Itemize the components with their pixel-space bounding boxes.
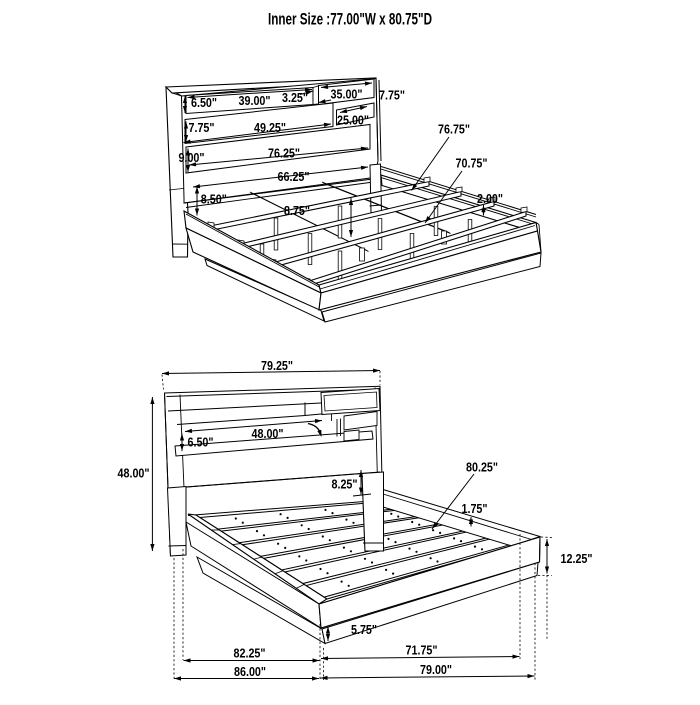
svg-text:86.00": 86.00": [234, 664, 266, 679]
svg-text:2.00": 2.00": [477, 191, 503, 206]
svg-text:8.25": 8.25": [332, 477, 358, 492]
svg-text:80.25": 80.25": [466, 460, 498, 475]
svg-text:9.00": 9.00": [179, 150, 205, 165]
svg-text:6.50": 6.50": [188, 435, 214, 450]
svg-text:3.25": 3.25": [282, 90, 308, 105]
svg-text:76.25": 76.25": [268, 146, 300, 161]
svg-text:79.00": 79.00": [420, 662, 452, 677]
svg-text:79.25": 79.25": [261, 358, 293, 373]
svg-text:1.75": 1.75": [462, 501, 488, 516]
svg-text:7.75": 7.75": [379, 88, 405, 103]
svg-text:48.00": 48.00": [118, 466, 150, 481]
svg-text:39.00": 39.00": [239, 93, 271, 108]
svg-text:70.75": 70.75": [456, 156, 488, 171]
svg-text:12.25": 12.25": [561, 551, 593, 566]
svg-text:82.25": 82.25": [234, 646, 266, 661]
svg-text:71.75": 71.75": [406, 643, 438, 658]
svg-text:76.75": 76.75": [438, 122, 470, 137]
svg-text:66.25": 66.25": [278, 169, 310, 184]
svg-text:5.75": 5.75": [351, 622, 377, 637]
svg-text:25.00": 25.00": [337, 113, 369, 128]
svg-text:8.75": 8.75": [284, 203, 310, 218]
svg-text:7.75": 7.75": [189, 120, 215, 135]
svg-text:35.00": 35.00": [331, 87, 363, 102]
svg-text:49.25": 49.25": [254, 120, 286, 135]
svg-text:Inner Size :77.00"W x 80.75"D: Inner Size :77.00"W x 80.75"D: [268, 11, 432, 29]
svg-text:8.50": 8.50": [201, 192, 227, 207]
svg-text:48.00": 48.00": [252, 426, 284, 441]
